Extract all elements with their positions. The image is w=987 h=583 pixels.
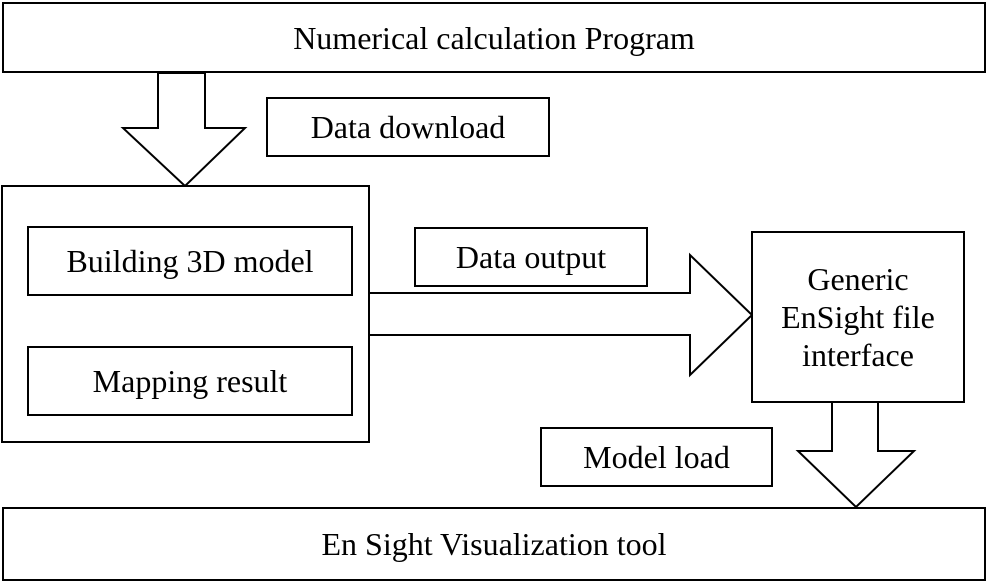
data-download-box: Data download — [266, 97, 550, 157]
down-arrow-download — [120, 72, 248, 188]
model-load-label: Model load — [583, 439, 730, 475]
down-arrow-model-load — [795, 401, 917, 509]
building-3d-model-box: Building 3D model — [27, 226, 353, 296]
right-arrow-output — [368, 252, 754, 378]
data-output-box: Data output — [414, 227, 648, 287]
building-3d-model-label: Building 3D model — [66, 243, 314, 279]
ensight-file-interface-label: Generic EnSight file interface — [781, 261, 935, 373]
model-load-box: Model load — [540, 427, 773, 487]
data-download-label: Data download — [310, 109, 506, 145]
mapping-result-box: Mapping result — [27, 346, 353, 416]
ensight-file-interface-box: Generic EnSight file interface — [751, 231, 965, 403]
numerical-calculation-program-box: Numerical calculation Program — [2, 2, 986, 73]
numerical-calculation-program-label: Numerical calculation Program — [293, 19, 695, 56]
mapping-result-label: Mapping result — [92, 363, 288, 399]
ensight-visualization-tool-box: En Sight Visualization tool — [2, 507, 986, 581]
ensight-visualization-tool-label: En Sight Visualization tool — [321, 526, 667, 562]
data-output-label: Data output — [455, 239, 607, 275]
